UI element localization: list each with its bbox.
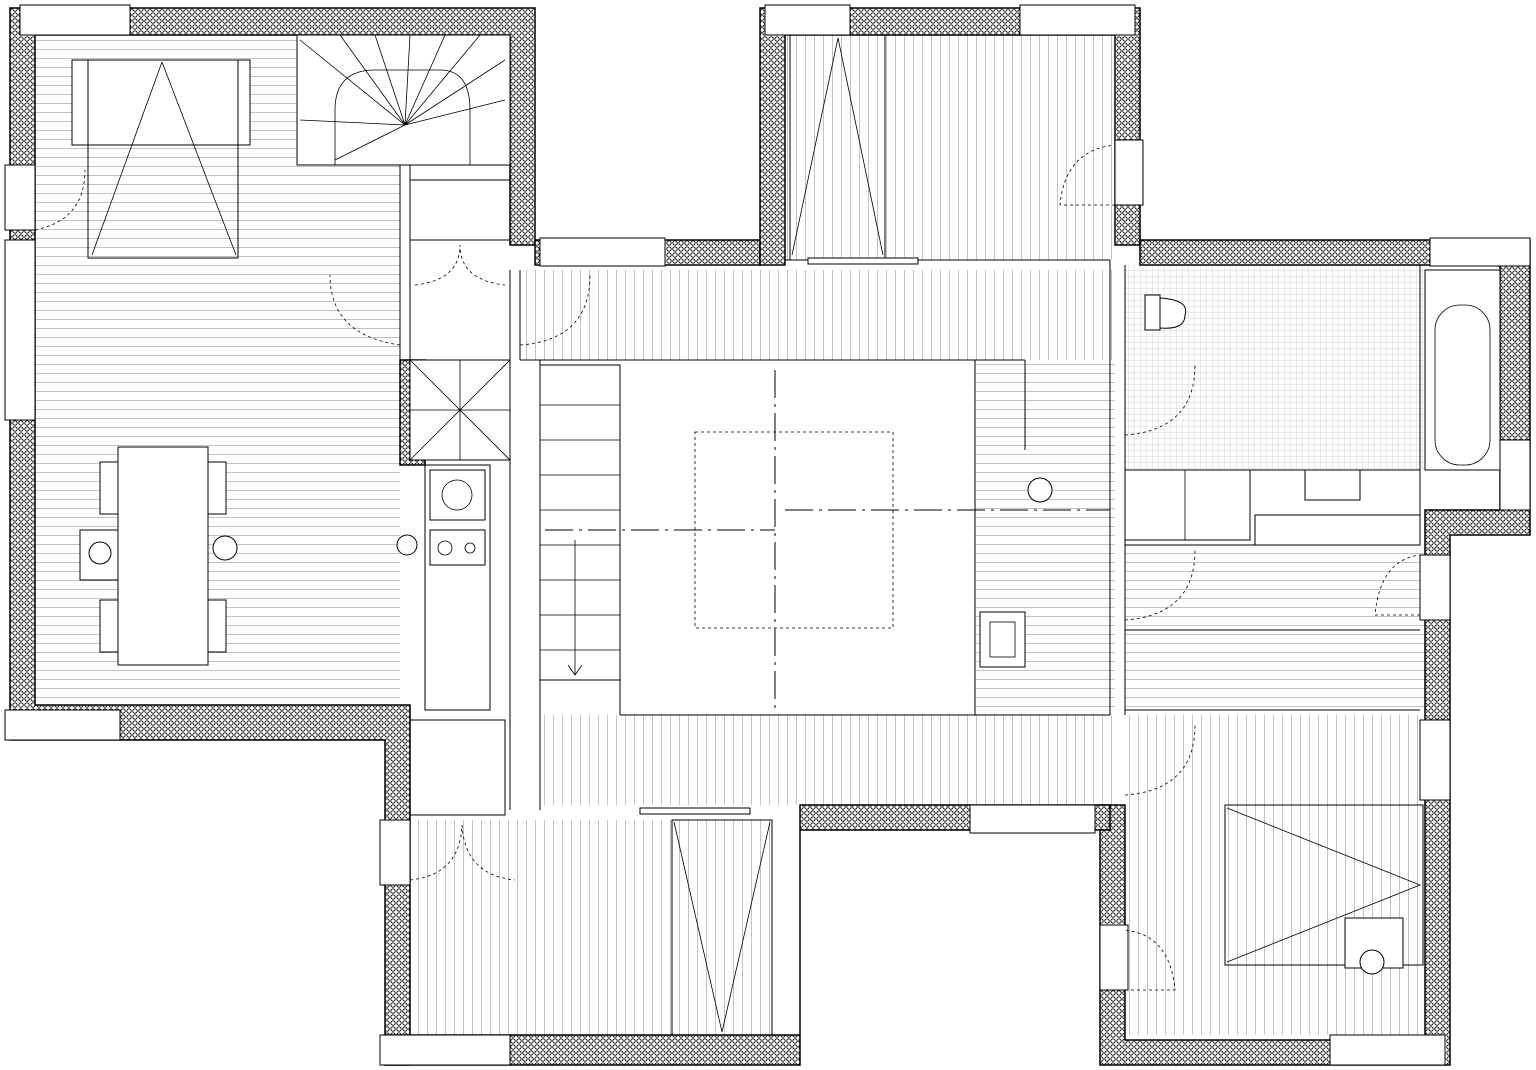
- stair-straight-outline: [539, 364, 621, 681]
- person-icon: [88, 541, 112, 565]
- window: [19, 4, 131, 36]
- door-swing-icon: [1059, 144, 1116, 206]
- stove-icon: [979, 611, 1026, 668]
- window: [1429, 237, 1531, 267]
- hob-ring: [464, 542, 476, 554]
- bathroom: [1124, 269, 1501, 546]
- bedroom-north-floor: [785, 35, 1115, 260]
- hob-icon: [429, 529, 486, 566]
- bed-icon: [671, 819, 773, 1036]
- kitchen: [424, 464, 491, 711]
- bed-triangle: [1226, 807, 1422, 963]
- person-icon: [1359, 949, 1385, 975]
- dining-table: [79, 446, 418, 666]
- stair-spiral-outline: [296, 34, 511, 166]
- bed-southeast: [1224, 804, 1424, 975]
- bathroom-tiles: [1125, 265, 1425, 470]
- counter: [1254, 514, 1421, 546]
- window: [1329, 1034, 1446, 1066]
- bed-triangle: [91, 61, 237, 256]
- bed-triangle: [791, 37, 884, 256]
- door-swing-icon: [34, 169, 86, 231]
- window: [1114, 139, 1144, 206]
- window: [4, 164, 36, 231]
- door-swing-icon: [1124, 929, 1176, 991]
- window: [379, 819, 411, 886]
- window: [4, 709, 121, 741]
- chair-icon: [99, 461, 119, 515]
- chair-icon: [207, 461, 227, 515]
- window: [1499, 439, 1531, 511]
- person-icon: [1027, 477, 1053, 503]
- window: [764, 4, 851, 36]
- desk: [807, 257, 919, 265]
- corridor-north-floor: [520, 270, 1115, 360]
- window: [539, 237, 666, 267]
- door-swing-icon: [519, 274, 591, 346]
- bathtub-inner: [1434, 304, 1491, 466]
- bed-icon: [87, 59, 239, 259]
- sofa-bed: [71, 59, 251, 259]
- window: [4, 239, 36, 421]
- stair-straight: [409, 359, 621, 681]
- corridor-south-floor: [540, 715, 1115, 805]
- sink-bowl: [441, 479, 473, 511]
- door-swing-icon: [409, 824, 516, 881]
- door-swing-icon: [1124, 724, 1196, 796]
- bathtub-icon: [1424, 269, 1501, 471]
- door-swing-icon: [1374, 554, 1421, 616]
- chair-icon: [207, 599, 227, 653]
- bed-north: [789, 34, 919, 265]
- windows: [4, 4, 1531, 1066]
- toilet-icon: [1144, 294, 1187, 331]
- table: [117, 446, 209, 666]
- window: [1019, 4, 1136, 36]
- axis-line: [545, 370, 1110, 710]
- door-swing-icon: [414, 244, 506, 286]
- vanity: [1124, 469, 1251, 541]
- window: [1419, 719, 1451, 801]
- window: [379, 1034, 511, 1066]
- stair-icon: [540, 404, 620, 676]
- stair-icon: [409, 359, 511, 461]
- door-swing-icon: [1124, 549, 1196, 621]
- sink-icon: [1304, 469, 1361, 501]
- hob-ring: [437, 540, 453, 556]
- bed-icon: [789, 34, 886, 261]
- doors: [34, 144, 1421, 991]
- door-swing-icon: [329, 274, 401, 346]
- door-swing-icon: [1124, 364, 1196, 436]
- bed-icon: [1224, 804, 1424, 966]
- bed-triangle: [673, 821, 771, 1033]
- window: [1099, 924, 1129, 991]
- sofa-icon: [71, 59, 251, 146]
- sink-icon: [429, 469, 486, 521]
- stair-spiral: [296, 34, 511, 166]
- floor-hatching: [35, 35, 1425, 1035]
- person-icon: [212, 535, 238, 561]
- bed-south: [639, 807, 773, 1036]
- shelf: [639, 807, 751, 815]
- stair-icon: [299, 34, 506, 165]
- window: [1419, 554, 1451, 621]
- person-icon: [396, 534, 418, 556]
- window: [969, 804, 1096, 834]
- stove-inner: [989, 621, 1016, 658]
- bedroom-southeast-floor: [1125, 715, 1425, 1035]
- chair-icon: [99, 599, 119, 653]
